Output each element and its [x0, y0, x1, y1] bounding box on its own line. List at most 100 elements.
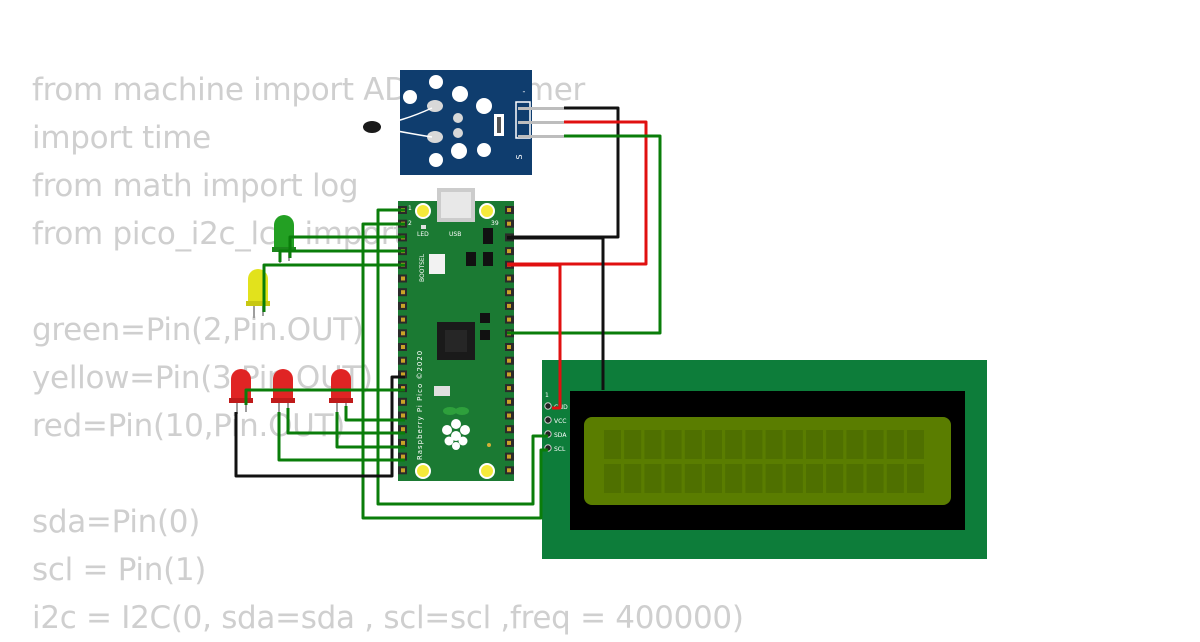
- pico-pin-pad: [507, 399, 511, 404]
- wire-lcd-vcc[interactable]: [507, 263, 562, 410]
- pico-pin-pad: [401, 303, 405, 308]
- pico-pin-pad: [401, 468, 405, 473]
- mount-hole: [476, 98, 492, 114]
- lcd-cell: [907, 464, 924, 493]
- mount-hole: [415, 203, 431, 219]
- wire-red-led-1[interactable]: [244, 388, 405, 405]
- chip: [480, 330, 490, 340]
- flash-chip: [434, 386, 450, 396]
- wire-lcd-gnd[interactable]: [507, 236, 605, 390]
- solder-pad: [427, 100, 443, 112]
- wire-led-gnd[interactable]: [234, 375, 405, 478]
- pico-pin-pad: [507, 290, 511, 295]
- pico-pin-pad: [507, 372, 511, 377]
- lcd-cell: [866, 430, 884, 459]
- led-leg: [287, 402, 289, 412]
- lcd-cell: [644, 430, 662, 459]
- lcd-cell: [826, 430, 844, 459]
- wire-i2c-sda[interactable]: [376, 208, 548, 506]
- wire-yellow-led[interactable]: [262, 263, 405, 312]
- rp2040-die: [445, 330, 467, 352]
- lcd-pin-vcc[interactable]: [544, 416, 552, 424]
- lcd-cell: [664, 464, 682, 493]
- pico-pin-pad: [507, 208, 511, 212]
- wire-red-led-2[interactable]: [277, 412, 405, 462]
- mount-hole: [429, 153, 443, 167]
- chip: [483, 252, 493, 266]
- lcd-cell: [725, 464, 743, 493]
- lcd-cell: [705, 464, 722, 493]
- led-leg: [245, 402, 247, 412]
- pico-pin-pad: [401, 276, 405, 281]
- lcd-cell: [664, 430, 682, 459]
- lcd-cell: [684, 430, 702, 459]
- lcd-pin-gnd[interactable]: [544, 402, 552, 410]
- led-rim: [271, 398, 295, 403]
- pico-pin-pad: [401, 331, 405, 336]
- mount-hole: [452, 86, 468, 102]
- code-line: green=Pin(2,Pin.OUT): [32, 312, 364, 348]
- mount-hole: [403, 90, 417, 104]
- header-pin[interactable]: [518, 135, 564, 138]
- lcd-character-cells: [604, 430, 924, 493]
- pico-pin-pad: [401, 290, 405, 295]
- pico-pin-1-label: 1: [408, 205, 412, 212]
- sensor-pin-s-label: S: [515, 154, 524, 159]
- code-line: scl = Pin(1): [32, 552, 207, 588]
- pico-pin-pad: [401, 413, 405, 418]
- raspberry-pi-pico[interactable]: 1 2 39 LED USB BOOTSEL Raspberry Pi Pico…: [398, 188, 514, 481]
- bootsel-label: BOOTSEL: [419, 253, 426, 282]
- bootsel-button[interactable]: [429, 254, 445, 274]
- code-line: red=Pin(10,Pin.OUT): [32, 408, 346, 444]
- led-rim: [329, 398, 353, 403]
- lcd-module[interactable]: 1 GND VCC SDA SCL: [542, 360, 987, 559]
- wire-red-led-3-anode[interactable]: [344, 406, 405, 422]
- mount-hole: [415, 463, 431, 479]
- code-line: import time: [32, 120, 211, 156]
- pico-pin-pad: [507, 413, 511, 418]
- pico-pin-pad: [507, 468, 511, 473]
- green-led[interactable]: [272, 215, 296, 263]
- header-pin[interactable]: [518, 121, 564, 124]
- resistor-body: [497, 117, 501, 133]
- wire-green-led-gnd[interactable]: [278, 249, 405, 262]
- lcd-cell: [765, 430, 783, 459]
- ntc-temperature-sensor[interactable]: - S: [363, 70, 564, 175]
- board-name-label: Raspberry Pi Pico ©2020: [416, 350, 424, 460]
- wire-sensor-signal[interactable]: [507, 134, 662, 335]
- wire-red-led-3[interactable]: [335, 412, 405, 449]
- wire-green-led[interactable]: [288, 235, 405, 258]
- led-rim: [229, 398, 253, 403]
- led-body: [273, 369, 293, 403]
- led-body: [331, 369, 351, 403]
- mount-hole: [429, 75, 443, 89]
- lcd-pin-label: SCL: [554, 446, 566, 453]
- sensor-pin-minus-label: -: [523, 87, 526, 96]
- wire-sensor-vcc[interactable]: [507, 120, 648, 266]
- yellow-led[interactable]: [246, 269, 270, 318]
- usb-label: USB: [449, 231, 461, 238]
- solder-pad: [453, 128, 463, 138]
- led-body: [231, 369, 251, 403]
- pico-pin-pad: [507, 303, 511, 308]
- wire-red-led-2-anode[interactable]: [286, 408, 405, 435]
- led-leg: [236, 402, 238, 414]
- lcd-cell: [745, 430, 763, 459]
- pico-pin-pad: [401, 317, 405, 322]
- lcd-cell: [806, 430, 823, 459]
- mount-hole: [479, 463, 495, 479]
- code-line: sda=Pin(0): [32, 504, 200, 540]
- wire-i2c-scl[interactable]: [361, 222, 548, 520]
- pico-pin-pad: [401, 372, 405, 377]
- lcd-cell: [907, 430, 924, 459]
- red-led[interactable]: [271, 369, 295, 414]
- lcd-pin-index: 1: [545, 392, 549, 399]
- pico-pin-pad: [401, 358, 405, 363]
- test-pad: [487, 443, 491, 447]
- pico-pin-pad: [507, 427, 511, 432]
- mount-hole: [479, 203, 495, 219]
- pico-pin-pad: [401, 427, 405, 432]
- header-pin[interactable]: [518, 107, 564, 110]
- pico-pin-39-label: 39: [491, 220, 499, 227]
